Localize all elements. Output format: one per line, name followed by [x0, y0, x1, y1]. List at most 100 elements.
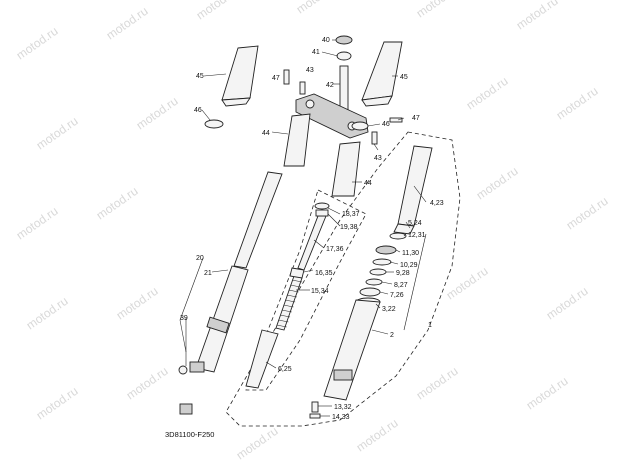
watermark-text: motod.ru: [414, 0, 461, 20]
callout-10-29: 10,29: [400, 262, 418, 269]
watermark-text: motod.ru: [14, 204, 61, 243]
watermark-text: motod.ru: [544, 284, 591, 323]
spring-coil: [283, 304, 294, 308]
spring-coil: [276, 324, 287, 328]
watermark-text: motod.ru: [114, 284, 161, 323]
callout-1: 1: [428, 322, 432, 329]
callout-15-34: 15,34: [311, 288, 329, 295]
callout-20: 20: [196, 255, 204, 262]
spring-coil: [280, 314, 291, 318]
callout-7-26: 7,26: [390, 292, 404, 299]
watermark-text: motod.ru: [194, 0, 241, 22]
o-ring-46-right: [351, 121, 369, 131]
washer-10: [372, 258, 392, 266]
spring-15: [275, 275, 303, 331]
outer-tube-21: [195, 265, 249, 373]
bracket-hole-left: [305, 99, 315, 109]
o-ring-46-left: [204, 119, 224, 129]
watermark-text: motod.ru: [134, 94, 181, 133]
callout-13-32: 13,32: [334, 404, 352, 411]
washer-40: [335, 35, 353, 45]
callout-19-38: 19,38: [340, 224, 358, 231]
axle-clamp-left: [206, 316, 230, 334]
callout-12-31: 12,31: [408, 232, 426, 239]
callout-14-33: 14,33: [332, 414, 350, 421]
nut-41: [336, 51, 352, 61]
bolt-43-upper: [299, 81, 306, 95]
fork-assembly-dashed-outline: [225, 131, 461, 427]
callout-5-24: 5,24: [408, 220, 422, 227]
callout-4-23: 4,23: [430, 200, 444, 207]
watermark-text: motod.ru: [24, 294, 71, 333]
callout-43-upper: 43: [306, 67, 314, 74]
bolt-43-lower: [371, 131, 378, 145]
outer-tube-1: [323, 299, 381, 401]
watermark-text: motod.ru: [554, 84, 601, 123]
spring-coil: [281, 309, 292, 313]
watermark-text: motod.ru: [94, 184, 141, 223]
inner-tube-20: [233, 171, 283, 269]
spring-coil: [290, 284, 301, 288]
callout-44-left: 44: [262, 130, 270, 137]
callout-45-right: 45: [400, 74, 408, 81]
watermark-text: motod.ru: [514, 0, 561, 32]
watermark-text: motod.ru: [34, 384, 81, 423]
upper-tube-44-right: [331, 141, 361, 197]
spring-15-coils: [276, 279, 303, 328]
callout-47-right: 47: [412, 115, 420, 122]
callout-45-left: 45: [196, 73, 204, 80]
washer-18: [314, 202, 330, 210]
guide-bush-9: [369, 268, 387, 276]
callout-21: 21: [204, 270, 212, 277]
callout-9-28: 9,28: [396, 270, 410, 277]
callout-18-37: 18,37: [342, 211, 360, 218]
callout-17-36: 17,36: [326, 246, 344, 253]
seat-17: [297, 215, 327, 271]
watermark-text: motod.ru: [354, 416, 401, 455]
spring-coil: [291, 279, 303, 283]
circlip-12: [389, 232, 407, 240]
inner-tube-dashed-outline: [245, 189, 367, 391]
callout-39: 39: [180, 315, 188, 322]
upper-tube-44-left: [283, 113, 311, 167]
callout-2: 2: [390, 332, 394, 339]
spring-coil: [288, 289, 299, 293]
callout-47-left: 47: [272, 75, 280, 82]
callout-42: 42: [326, 82, 334, 89]
callout-6-25: 6,25: [278, 366, 292, 373]
watermark-text: motod.ru: [294, 0, 341, 16]
slide-bush-8: [365, 278, 383, 286]
watermark-text: motod.ru: [414, 364, 461, 403]
spring-coil: [285, 299, 296, 303]
watermark-text: motod.ru: [464, 74, 511, 113]
watermark-text: motod.ru: [474, 164, 521, 203]
collar-19: [315, 209, 329, 217]
callout-43-lower: 43: [374, 155, 382, 162]
leader-lines: [179, 39, 427, 417]
watermark-text: motod.ru: [524, 374, 571, 413]
damper-rod-6: [245, 329, 279, 389]
rebound-spring-16: [289, 267, 305, 279]
callout-labels: 40 41 45 45 47 43 42 46 46 47 43 44 44 1…: [180, 37, 444, 421]
callout-41: 41: [312, 49, 320, 56]
callout-44-right: 44: [364, 180, 372, 187]
watermark-text: motod.ru: [34, 114, 81, 153]
callout-46-left: 46: [194, 107, 202, 114]
callout-40: 40: [322, 37, 330, 44]
cover-right-45: [361, 41, 403, 107]
callout-11-30: 11,30: [402, 250, 419, 257]
spring-coil: [286, 294, 297, 298]
bracket-icon: [179, 403, 193, 415]
watermark-text: motod.ru: [124, 364, 171, 403]
cover-left-45: [221, 45, 259, 107]
watermark-text: motod.ru: [564, 194, 611, 233]
oil-seal-11: [375, 245, 397, 255]
outer-tube-4: [397, 145, 433, 227]
drain-bolt-13: [311, 401, 319, 413]
spring-coil: [278, 319, 289, 323]
callout-3-22: 3,22: [382, 306, 396, 313]
watermark-text: motod.ru: [104, 4, 151, 43]
bolt-47-right: [389, 117, 403, 123]
lower-block-left: [189, 361, 205, 373]
